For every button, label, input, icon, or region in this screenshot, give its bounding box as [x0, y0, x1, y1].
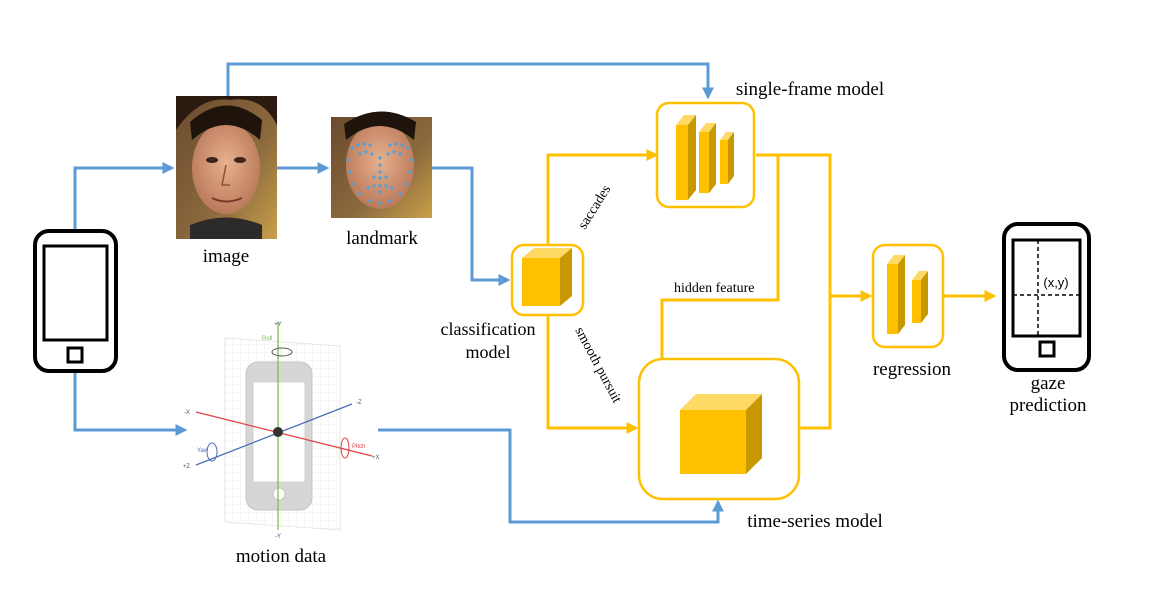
smooth-pursuit-label: smooth pursuit [571, 325, 624, 406]
smartphone-icon [33, 229, 118, 373]
phone-motion-axes-illustration: +Y -Y +X -X +Z -Z Roll Pitch Yaw [183, 322, 380, 540]
time-series-model-box [637, 357, 801, 501]
arrow-landmark-to-classification [432, 166, 511, 286]
arrow-motion-to-time-series [378, 428, 724, 524]
face-photo [176, 96, 277, 239]
axis-neg-x: -X [184, 410, 190, 416]
hidden-feature-label: hidden feature [674, 281, 754, 296]
classification-model-box [510, 243, 585, 317]
arrow-image-to-single-frame [226, 62, 714, 100]
rnn-cube [680, 394, 762, 474]
saccades-label: saccades [576, 183, 615, 232]
regression-label: regression [873, 359, 952, 380]
axis-pos-z: +Z [183, 464, 191, 470]
cnn-layers-icon [676, 115, 734, 200]
blue-arrows [73, 62, 724, 524]
arrow-classification-to-single-frame [546, 149, 659, 245]
landmark-label: landmark [346, 228, 418, 249]
landmark-dots [346, 142, 414, 205]
axis-neg-y: -Y [275, 534, 281, 540]
classification-cube [522, 248, 572, 306]
axis-neg-z: -Z [356, 400, 362, 406]
gaze-xy-label: (x,y) [1043, 275, 1068, 290]
single-frame-model-box [655, 101, 756, 209]
time-series-model-label: time-series model [747, 511, 883, 532]
single-frame-model-label: single-frame model [736, 79, 884, 100]
axis-pitch: Pitch [352, 444, 365, 450]
axis-pos-x: +X [372, 455, 380, 461]
classification-label-line1: classification [441, 319, 536, 339]
axis-yaw: Yaw [197, 448, 209, 454]
arrow-single-frame-to-regression [756, 153, 873, 302]
arrow-classification-to-time-series [546, 315, 639, 434]
regression-model-box [871, 243, 945, 349]
classification-label-line2: model [466, 342, 511, 362]
axis-pos-y: +Y [274, 322, 282, 328]
arrow-phone-to-image [73, 162, 175, 230]
arrow-phone-to-motion [73, 370, 188, 436]
axis-roll: Roll [262, 336, 272, 342]
gaze-prediction-label-line1: gaze [1031, 373, 1066, 394]
smartphone-gaze-icon [1002, 222, 1091, 372]
face-landmark-photo [331, 111, 432, 218]
motion-data-label: motion data [236, 546, 327, 567]
regression-layers-icon [887, 255, 928, 334]
image-label: image [203, 246, 249, 267]
gaze-prediction-label-line2: prediction [1009, 395, 1087, 416]
